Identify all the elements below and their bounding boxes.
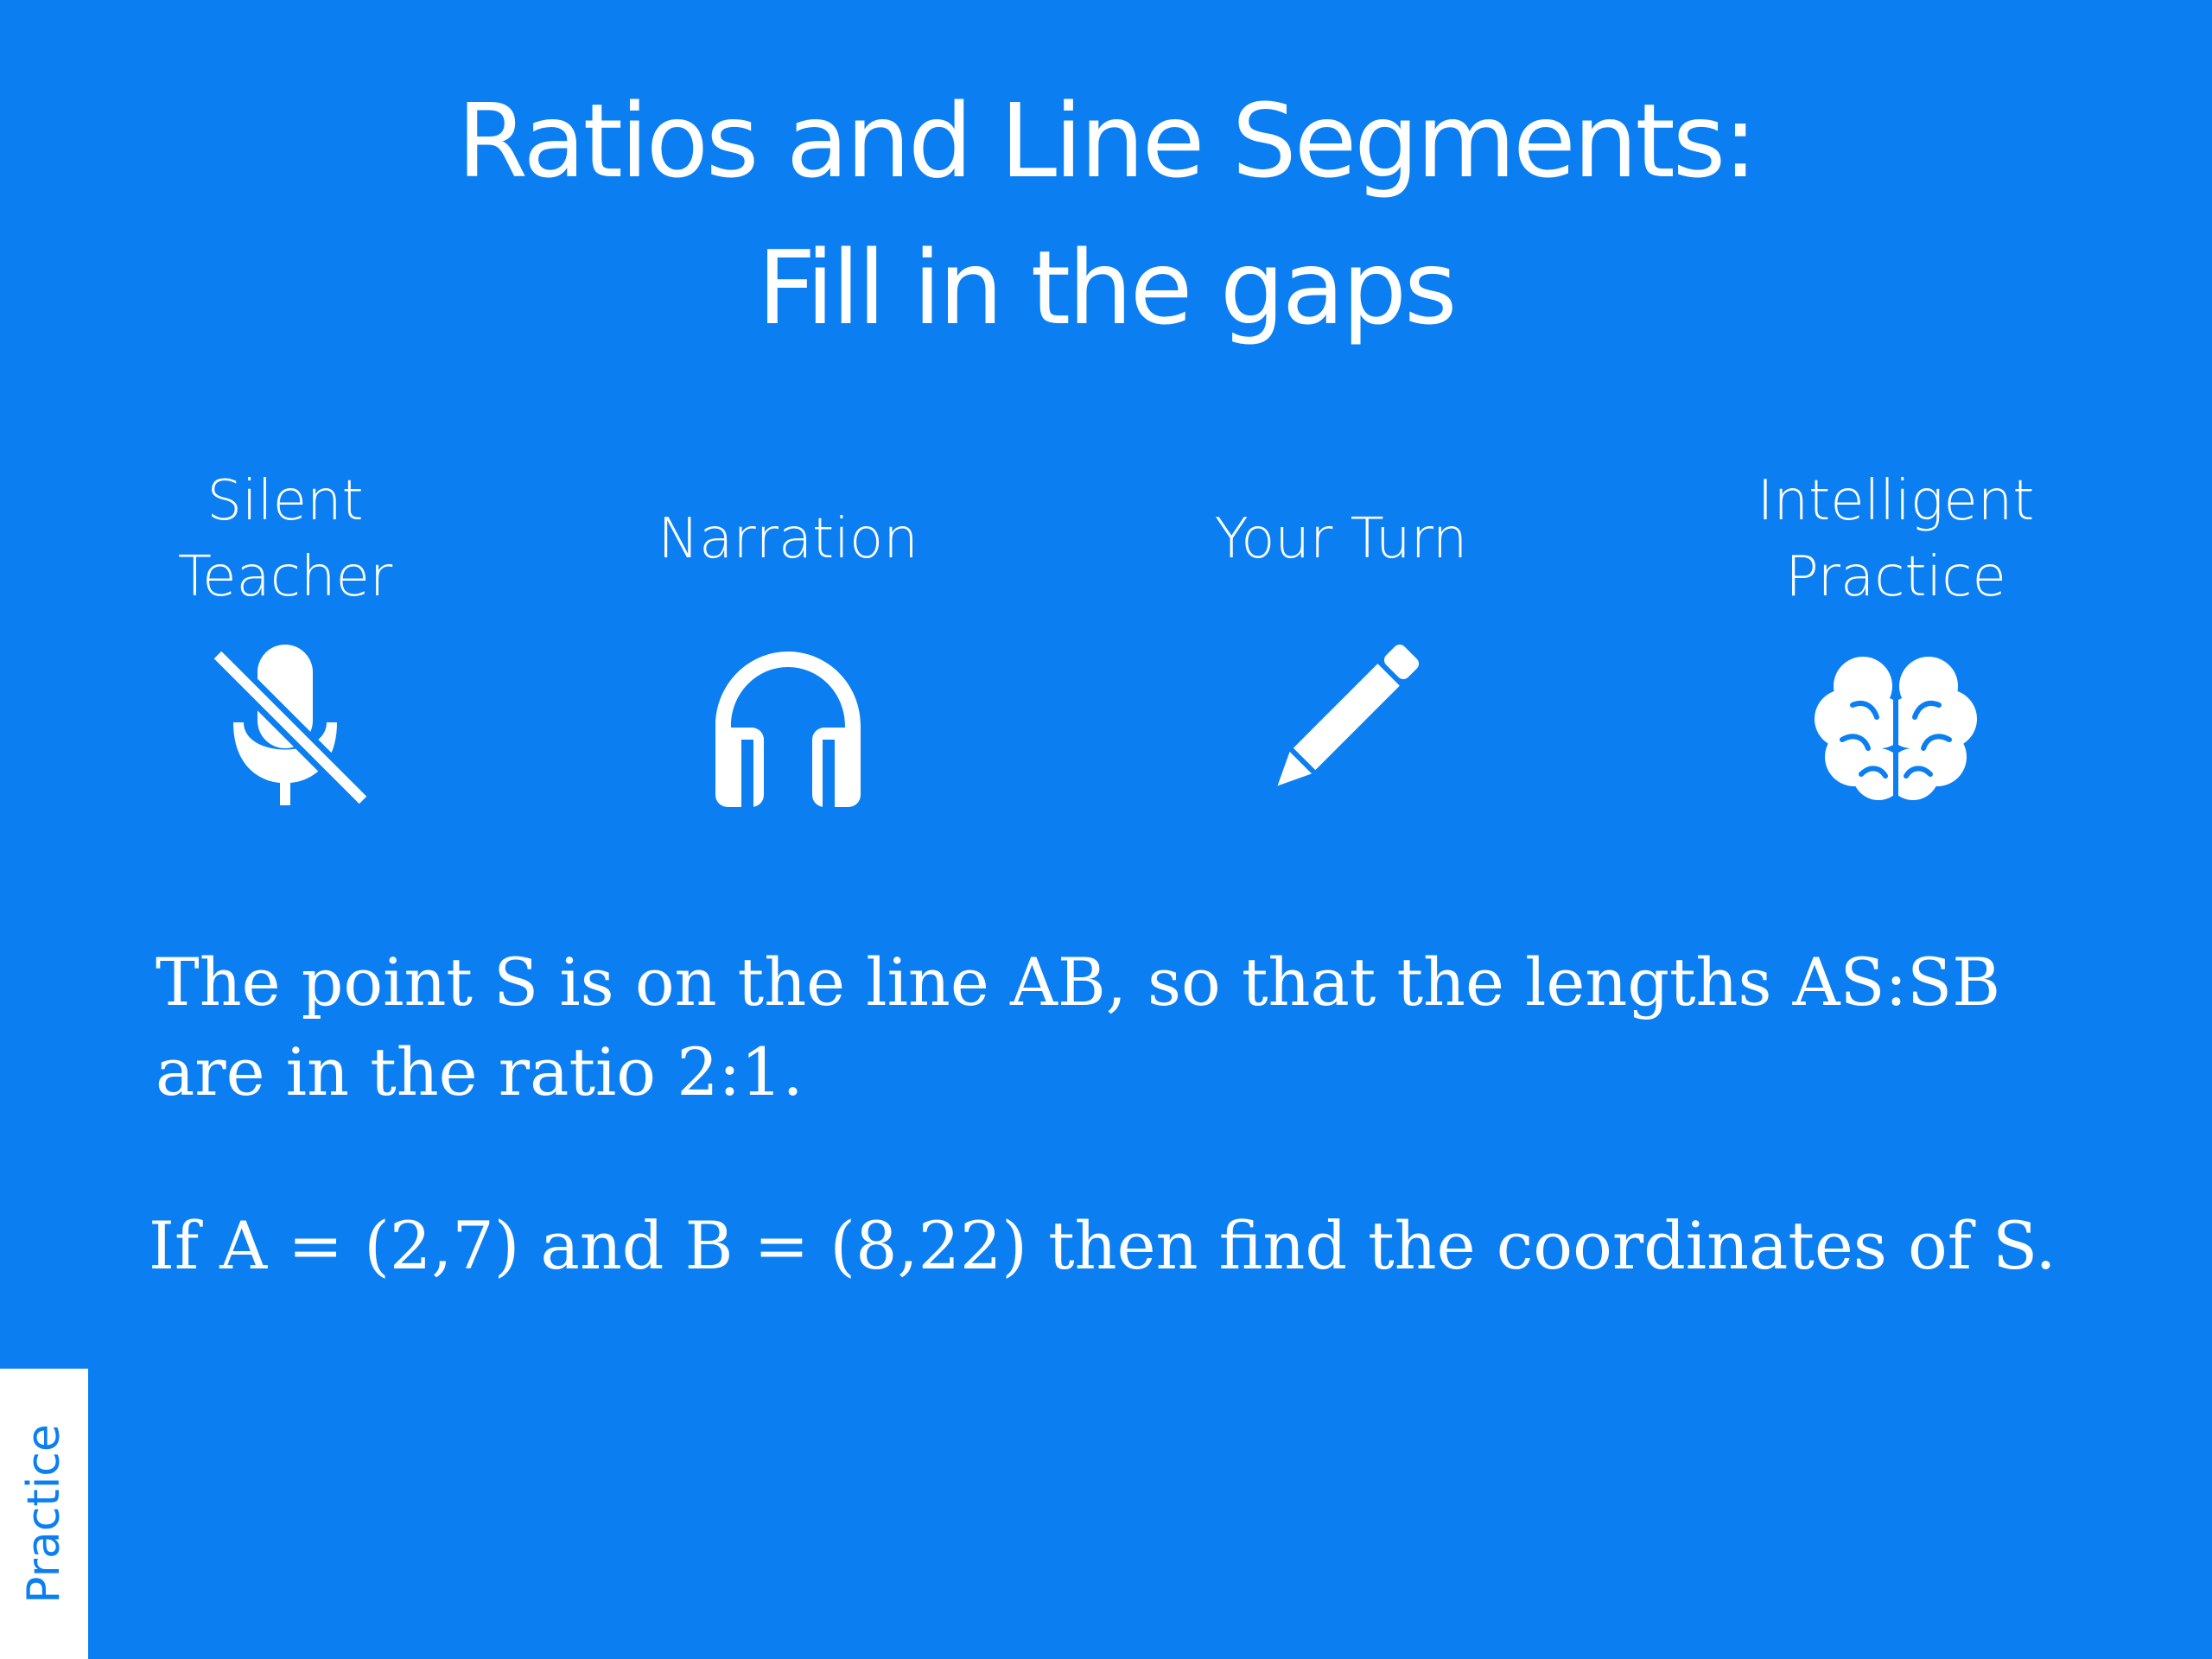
mode-silent-teacher[interactable]: Silent Teacher (78, 463, 493, 809)
mode-intelligent-practice[interactable]: Intelligent Practice (1688, 463, 2103, 803)
title-line-1: Ratios and Line Segments: (456, 81, 1758, 200)
brain-icon (1815, 657, 1977, 803)
mode-label: Your Turn (1214, 507, 1468, 571)
slide-title: Ratios and Line Segments: Fill in the ga… (0, 67, 2212, 361)
pencil-icon (1277, 644, 1420, 786)
microphone-off-icon (209, 645, 372, 809)
question-text: If A = (2,7) and B = (8,22) then find th… (149, 1207, 2056, 1284)
mode-narration[interactable]: Narration (581, 463, 995, 807)
mode-label: Narration (658, 507, 918, 571)
headphones-icon (715, 652, 861, 807)
mode-your-turn[interactable]: Your Turn (1134, 463, 1548, 786)
title-line-2: Fill in the gaps (757, 228, 1458, 347)
side-tab-label: Practice (18, 1424, 70, 1604)
practice-side-tab[interactable]: Practice (0, 1369, 88, 1659)
problem-statement: The point S is on the line AB, so that t… (156, 944, 2001, 1110)
mode-label: Silent Teacher (177, 469, 393, 609)
mode-label: Intelligent Practice (1757, 469, 2035, 609)
